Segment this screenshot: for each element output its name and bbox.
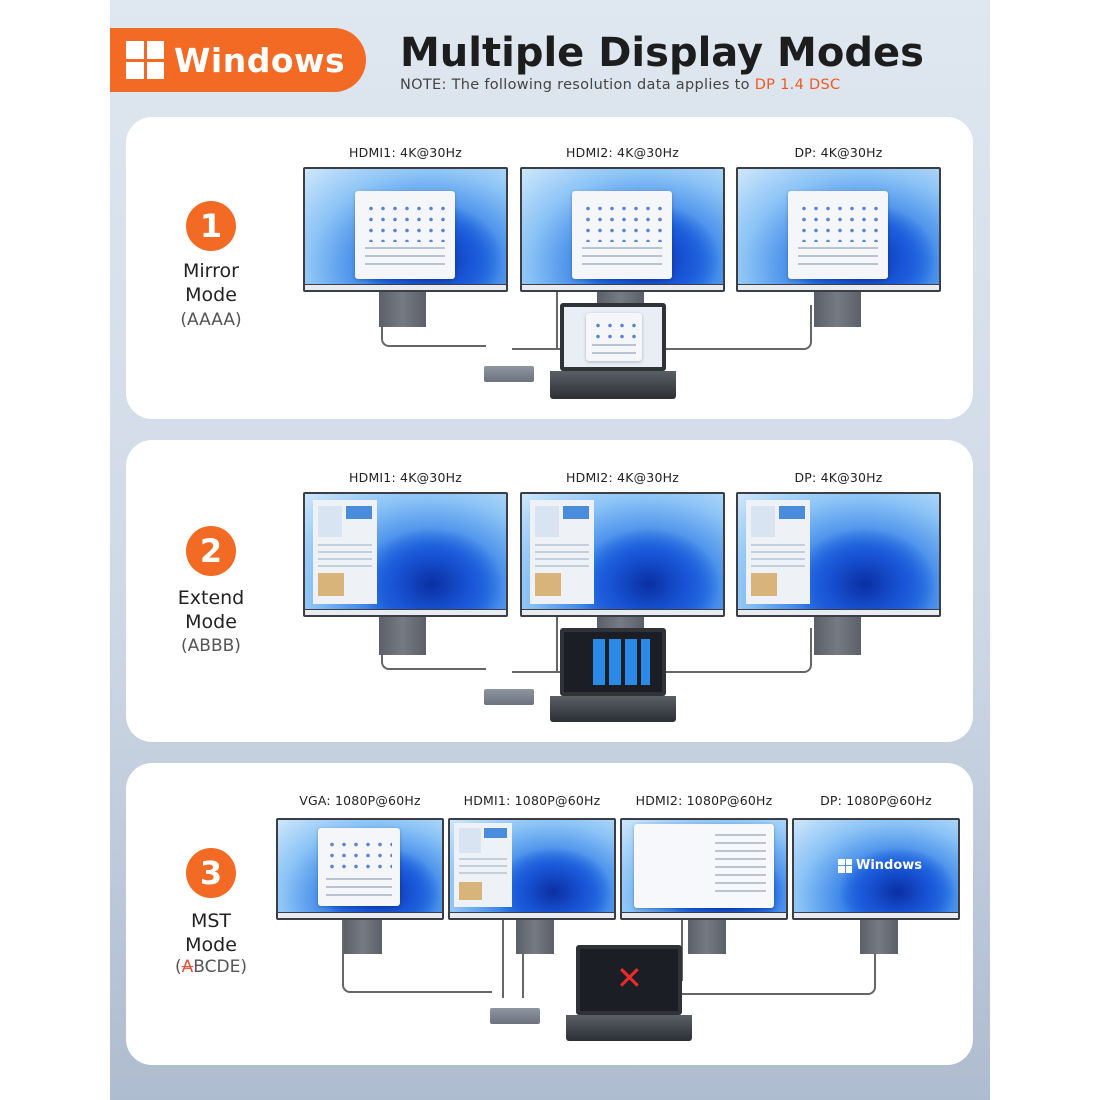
monitor-stand (814, 285, 861, 327)
start-menu-window (355, 191, 455, 279)
monitor-stand (379, 610, 426, 655)
mode-code-open: ( (175, 957, 182, 977)
page-title: Multiple Display Modes (400, 30, 924, 76)
docking-hub (484, 689, 534, 705)
monitor-stand (688, 916, 726, 954)
monitor-stand (860, 916, 898, 954)
laptop: ✕ (566, 945, 692, 1045)
mode-name-line2: Mode (185, 284, 237, 306)
resolution-note: NOTE: The following resolution data appl… (400, 77, 840, 93)
monitor (520, 167, 725, 292)
display-label: HDMI1: 1080P@60Hz (463, 793, 601, 808)
monitor (736, 167, 941, 292)
display-label: HDMI2: 4K@30Hz (566, 145, 679, 160)
mode-name: MST Mode (156, 909, 266, 957)
monitor-stand (516, 916, 554, 954)
monitor: Windows (792, 818, 960, 920)
mirror-mode-panel: 1 Mirror Mode (AAAA) HDMI1: 4K@30Hz HDMI… (126, 117, 973, 419)
display-label: HDMI1: 4K@30Hz (349, 470, 462, 485)
laptop (550, 628, 676, 724)
cable (681, 913, 693, 981)
poster: Windows Multiple Display Modes NOTE: The… (110, 0, 990, 1100)
cable (342, 913, 492, 993)
widgets-window (530, 500, 594, 604)
note-highlight: DP 1.4 DSC (754, 77, 841, 93)
laptop (550, 303, 676, 401)
display-label: DP: 1080P@60Hz (820, 793, 932, 808)
screen-logo-text: Windows (856, 858, 923, 873)
start-menu-window (788, 191, 888, 279)
cable (556, 615, 591, 673)
mode-name-line1: Extend (177, 587, 245, 609)
note-text: NOTE: The following resolution data appl… (400, 77, 755, 93)
mode-code: (AAAA) (180, 310, 242, 330)
cable (522, 913, 532, 998)
mode-name-line2: Mode (185, 934, 237, 956)
monitor (303, 492, 508, 617)
mode-code: (ABCDE) (156, 957, 266, 977)
docking-hub (490, 1008, 540, 1024)
start-menu-window (572, 191, 672, 279)
mode-name-line1: MST (190, 910, 232, 932)
cable (676, 913, 876, 995)
display-label: VGA: 1080P@60Hz (299, 793, 421, 808)
x-mark-icon: ✕ (616, 959, 643, 997)
monitor (448, 818, 616, 920)
monitor (303, 167, 508, 292)
display-label: HDMI2: 1080P@60Hz (635, 793, 773, 808)
mode-number-badge: 3 (186, 848, 236, 898)
cable (556, 292, 591, 350)
windows-badge: Windows (110, 28, 366, 92)
mode-name-line2: Mode (185, 611, 237, 633)
mode-code: (ABBB) (181, 636, 241, 656)
mode-code-rest: BCDE) (193, 957, 247, 977)
display-label: DP: 4K@30Hz (794, 145, 883, 160)
mode-name-line1: Mirror (183, 260, 239, 282)
windows-logo-icon (126, 41, 164, 79)
screen-windows-logo: Windows (838, 858, 922, 873)
monitor (276, 818, 444, 920)
widgets-window (313, 500, 377, 604)
docking-hub (484, 366, 534, 382)
badge-label: Windows (174, 40, 346, 80)
widgets-window (454, 823, 512, 907)
widgets-window (746, 500, 810, 604)
monitor-stand (814, 610, 861, 655)
monitor (620, 818, 788, 920)
mst-mode-panel: 3 MST Mode (ABCDE) VGA: 1080P@60Hz HDMI1… (126, 763, 973, 1065)
windows-logo-icon (838, 858, 852, 873)
display-label: HDMI2: 4K@30Hz (566, 470, 679, 485)
mode-name: Mirror Mode (156, 259, 266, 307)
extend-mode-panel: 2 Extend Mode (ABBB) HDMI1: 4K@30Hz HDMI… (126, 440, 973, 742)
mode-number-badge: 2 (186, 526, 236, 576)
display-label: HDMI1: 4K@30Hz (349, 145, 462, 160)
monitor-stand (344, 916, 382, 954)
cable (502, 913, 512, 998)
dialog-window (634, 824, 774, 908)
monitor-stand (379, 285, 426, 327)
monitor (520, 492, 725, 617)
mode-code-struck: A (181, 957, 194, 977)
start-menu-window (318, 828, 400, 906)
monitor (736, 492, 941, 617)
display-label: DP: 4K@30Hz (794, 470, 883, 485)
mode-number-badge: 1 (186, 201, 236, 251)
mode-name: Extend Mode (156, 586, 266, 634)
